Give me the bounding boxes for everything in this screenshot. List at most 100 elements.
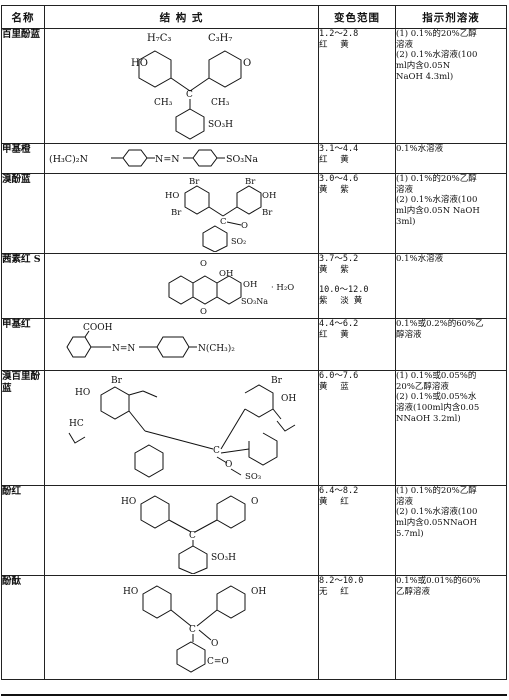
solution-line: 0.1%或0.01%的60% — [396, 576, 481, 586]
solution-cell: (1) 0.1%或0.05%的 20%乙醇溶液 (2) 0.1%或0.05%水 … — [395, 370, 507, 486]
label-so3na: SO₃Na — [241, 297, 268, 306]
solution-line: ml内含0.05N — [396, 60, 451, 71]
solution-line: 0.1%水溶液 — [396, 254, 444, 264]
solution-line: ml内含0.05NNaOH — [396, 517, 478, 528]
label-c: C — [213, 446, 220, 456]
range-colors: 紫 淡黄 — [319, 295, 368, 306]
header-solution: 指示剂溶液 — [395, 5, 507, 29]
range-colors: 红 黄 — [319, 39, 354, 50]
benzene-ring — [100, 386, 130, 420]
range-entry: 3.7～5.2 黄 紫 — [319, 254, 395, 275]
solution-cell: 0.1%水溶液 — [395, 143, 507, 174]
solution-line: NaOH 4.3ml) — [396, 71, 454, 82]
label-br: Br — [262, 208, 273, 218]
structure-cell: O OH OH · H₂O O SO₃Na — [44, 253, 319, 319]
solution-line: 3ml) — [396, 216, 416, 227]
range-entry: 3.1～4.4 红 黄 — [319, 144, 395, 165]
range-value: 3.1～4.4 — [319, 144, 359, 154]
label-hc: HC — [69, 419, 84, 429]
structure-bromophenol-blue: Br Br HO OH Br Br C O SO₂ — [165, 177, 276, 252]
range-value: 4.4～6.2 — [319, 319, 359, 329]
range-colors: 黄 蓝 — [319, 381, 354, 392]
range-entry: 6.4～8.2 黄 红 — [319, 486, 395, 507]
solution-line: (1) 0.1%的20%乙醇 — [396, 486, 477, 496]
benzene-ring — [122, 149, 148, 167]
label-c: C — [189, 625, 196, 635]
label-ch3-b: CH₃ — [211, 98, 230, 108]
range-value: 3.0～4.6 — [319, 174, 359, 184]
solution-line: 5.7ml) — [396, 528, 424, 539]
benzene-ring — [66, 336, 92, 358]
structure-cell: Br Br HO OH Br Br C O SO₂ — [44, 173, 319, 254]
range-value: 3.7～5.2 — [319, 254, 359, 264]
structure-phenol-red: HO O C SO₃H — [121, 495, 258, 574]
structure-methyl-orange: (H₃C)₂N N=N SO₃Na — [49, 149, 258, 167]
solution-cell: (1) 0.1%的20%乙醇 溶液 (2) 0.1%水溶液(100 ml内含0.… — [395, 485, 507, 576]
label-o: O — [241, 221, 248, 231]
indicator-name: 溴百里酚蓝 — [1, 370, 45, 486]
bottom-rule — [1, 694, 507, 696]
benzene-ring — [192, 275, 218, 305]
table-row: 甲基橙 (H₃C)₂N N=N SO₃Na — [1, 143, 507, 174]
benzene-ring — [176, 641, 206, 673]
label-ch3-a: CH₃ — [154, 98, 173, 108]
label-br: Br — [171, 208, 182, 218]
structure-thymol-blue: H₇C₃ C₃H₇ HO O C CH₃ CH₃ SO₃H — [131, 33, 251, 140]
structure-cell: (H₃C)₂N N=N SO₃Na — [44, 143, 319, 174]
solution-line: (1) 0.1%或0.05%的 — [396, 371, 477, 381]
label-br: Br — [111, 376, 123, 386]
indicator-name: 酚红 — [1, 485, 45, 576]
label-so3: SO₃ — [245, 472, 261, 482]
range-cell: 3.7～5.2 黄 紫 10.0～12.0 紫 淡黄 — [318, 253, 396, 319]
range-value: 8.2～10.0 — [319, 576, 364, 586]
range-entry: 3.0～4.6 黄 紫 — [319, 174, 395, 195]
solution-cell: 0.1%水溶液 — [395, 253, 507, 319]
range-colors: 黄 红 — [319, 496, 354, 507]
label-azo: N=N — [112, 344, 135, 354]
structure-bromothymol-blue: Br Br HO OH HC C — [68, 376, 296, 482]
label-o: O — [200, 259, 207, 269]
solution-line: 0.1%或0.2%的60%乙 — [396, 319, 484, 329]
solution-line: (2) 0.1%水溶液(100 — [396, 195, 478, 206]
indicator-table: 名称 结 构 式 变色范围 指示剂溶液 百里酚蓝 H₇C₃ C₃H₇ HO O — [1, 5, 507, 680]
label-h2o: · H₂O — [271, 283, 294, 293]
label-so3h: SO₃H — [208, 120, 233, 130]
label-c: C — [220, 217, 227, 227]
range-entry: 6.0～7.6 黄 蓝 — [319, 371, 395, 392]
sulfo-ring — [178, 545, 208, 574]
structure-methyl-red: COOH N=N N(CH₃)₂ — [66, 323, 235, 358]
label-o: O — [243, 58, 251, 69]
solution-cell: (1) 0.1%的20%乙醇 溶液 (2) 0.1%水溶液(100 ml内含0.… — [395, 28, 507, 144]
label-o: O — [251, 497, 258, 507]
benzene-ring — [168, 275, 194, 305]
table-row: 百里酚蓝 H₇C₃ C₃H₇ HO O C CH₃ CH₃ — [1, 28, 507, 144]
range-colors: 红 黄 — [319, 154, 354, 165]
solution-line: (2) 0.1%水溶液(100 — [396, 507, 478, 518]
label-cooh: COOH — [83, 323, 113, 333]
quinoid-ring — [216, 495, 246, 529]
solution-line: (1) 0.1%的20%乙醇 — [396, 174, 477, 184]
range-cell: 6.4～8.2 黄 红 — [318, 485, 396, 576]
benzene-ring — [192, 149, 218, 167]
label-oh: OH — [262, 191, 276, 201]
benzene-ring — [142, 585, 172, 619]
range-entry: 1.2～2.8 红 黄 — [319, 29, 395, 50]
label-c: C — [189, 531, 196, 541]
label-ho: HO — [121, 497, 136, 507]
solution-line: (2) 0.1%或0.05%水 — [396, 392, 477, 403]
label-so3na: SO₃Na — [226, 154, 258, 165]
solution-line: 0.1%水溶液 — [396, 144, 444, 154]
quinoid-ring — [208, 50, 242, 88]
table-row: 酚酞 HO OH C O C=O — [1, 575, 507, 680]
indicator-name: 茜素红 S — [1, 253, 45, 319]
range-cell: 4.4～6.2 红 黄 — [318, 318, 396, 371]
range-value: 6.4～8.2 — [319, 486, 359, 496]
indicator-name: 甲基红 — [1, 318, 45, 371]
header-range: 变色范围 — [318, 5, 396, 29]
structure-phenolphthalein: HO OH C O C=O — [123, 585, 266, 673]
table-row: 甲基红 COOH N=N N(CH₃)₂ — [1, 318, 507, 371]
solution-cell: 0.1%或0.2%的60%乙 醇溶液 — [395, 318, 507, 371]
structure-alizarin-red-s: O OH OH · H₂O O SO₃Na — [168, 259, 294, 317]
solution-line: ml内含0.05N NaOH — [396, 205, 480, 216]
